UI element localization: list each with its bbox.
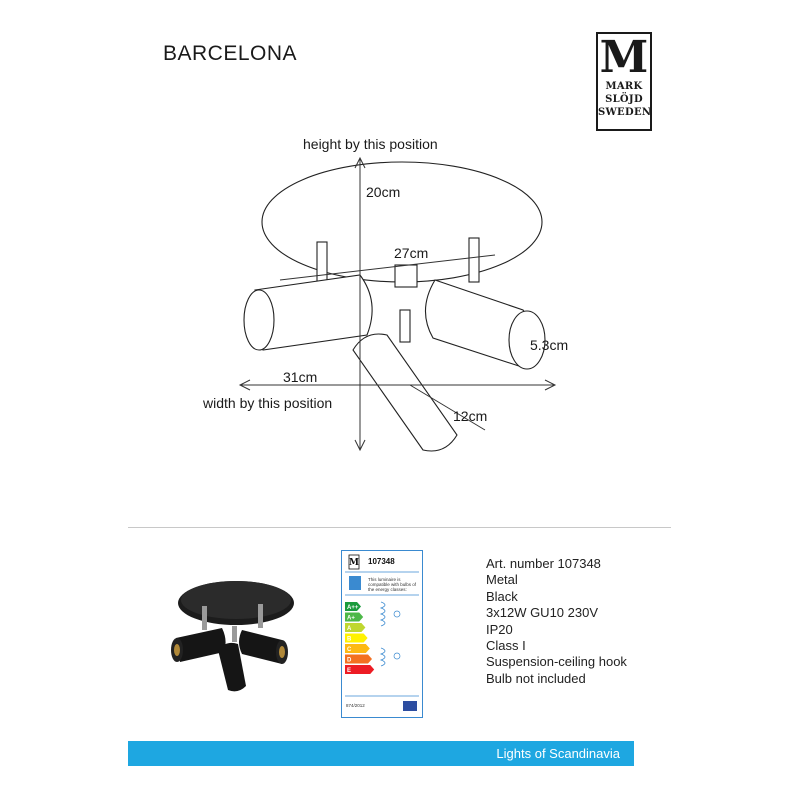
diameter-label: 27cm bbox=[394, 245, 429, 261]
height-note: height by this position bbox=[303, 136, 438, 152]
photo-rod-center bbox=[232, 626, 237, 642]
spec-list: Art. number 107348 Metal Black 3x12W GU1… bbox=[486, 556, 627, 687]
energy-class-label: A bbox=[347, 626, 352, 632]
energy-label-number: 107348 bbox=[368, 557, 395, 566]
spec-article-number: Art. number 107348 bbox=[486, 556, 601, 571]
height-arrow-bottom bbox=[354, 439, 366, 452]
logo-line-3: SWEDEN bbox=[598, 107, 652, 118]
energy-label-compat-text: This luminaire is compatible with bulbs … bbox=[368, 577, 417, 592]
photo-spot-left bbox=[176, 628, 226, 662]
spot-left bbox=[254, 274, 373, 351]
width-note: width by this position bbox=[203, 395, 333, 411]
logo-line-2: SLÖJD bbox=[605, 94, 643, 105]
energy-class-label: E bbox=[347, 668, 351, 674]
width-arrow-left bbox=[238, 379, 251, 391]
energy-class-bar bbox=[344, 664, 374, 674]
energy-class-label: D bbox=[347, 657, 352, 663]
energy-class-label: C bbox=[347, 647, 352, 653]
footer-text: Lights of Scandinavia bbox=[496, 746, 620, 761]
rod-right bbox=[468, 237, 480, 283]
energy-class-bar bbox=[344, 633, 368, 642]
photo-spot-front bbox=[218, 642, 246, 692]
logo-letter: M bbox=[599, 32, 649, 83]
photo-spot-right bbox=[239, 630, 285, 664]
spec-class: Class I bbox=[486, 638, 526, 654]
spot-diameter-label: 5.3cm bbox=[530, 337, 569, 353]
energy-class-label: B bbox=[347, 636, 352, 642]
hub bbox=[394, 264, 418, 288]
product-photo bbox=[171, 581, 294, 692]
energy-class-label: A++ bbox=[347, 605, 359, 611]
energy-class-bar bbox=[344, 654, 372, 663]
spot-length-line bbox=[409, 384, 486, 431]
logo-line-1: MARK bbox=[605, 81, 643, 92]
spot-left-front bbox=[243, 289, 275, 351]
spot-length-label: 12cm bbox=[453, 408, 488, 424]
diameter-line bbox=[279, 254, 496, 281]
energy-class-label: A+ bbox=[347, 615, 355, 621]
section-divider bbox=[128, 527, 671, 528]
product-title: BARCELONA bbox=[163, 42, 298, 65]
rod-center bbox=[399, 309, 411, 343]
spec-power: 3x12W GU10 230V bbox=[486, 605, 599, 621]
spec-color: Black bbox=[486, 588, 518, 604]
spec-mounting: Suspension-ceiling hook bbox=[486, 654, 627, 670]
spot-right-front bbox=[508, 310, 546, 370]
rod-left bbox=[316, 241, 328, 285]
svg-text:M: M bbox=[349, 558, 359, 568]
spec-bulb: Bulb not included bbox=[486, 670, 586, 686]
dimension-drawing bbox=[238, 156, 557, 452]
ceiling-plate bbox=[261, 161, 543, 283]
width-arrow-right bbox=[544, 379, 557, 391]
energy-class-bar bbox=[344, 643, 370, 653]
width-label: 31cm bbox=[283, 369, 318, 385]
height-label: 20cm bbox=[366, 184, 401, 200]
energy-class-bar bbox=[344, 612, 363, 621]
photo-rod-right bbox=[258, 604, 263, 628]
spec-ip-rating: IP20 bbox=[486, 621, 513, 637]
footer-bar: Lights of Scandinavia bbox=[128, 741, 634, 766]
energy-class-bar bbox=[344, 601, 361, 611]
brand-logo: M MARK SLÖJD SWEDEN bbox=[596, 32, 652, 131]
height-arrow-top bbox=[354, 156, 366, 169]
spot-front bbox=[352, 333, 458, 452]
energy-label-regulation: 874/2012 bbox=[346, 703, 365, 708]
energy-class-bar bbox=[344, 622, 365, 632]
photo-rod-left bbox=[202, 606, 207, 630]
spec-material: Metal bbox=[486, 572, 518, 588]
